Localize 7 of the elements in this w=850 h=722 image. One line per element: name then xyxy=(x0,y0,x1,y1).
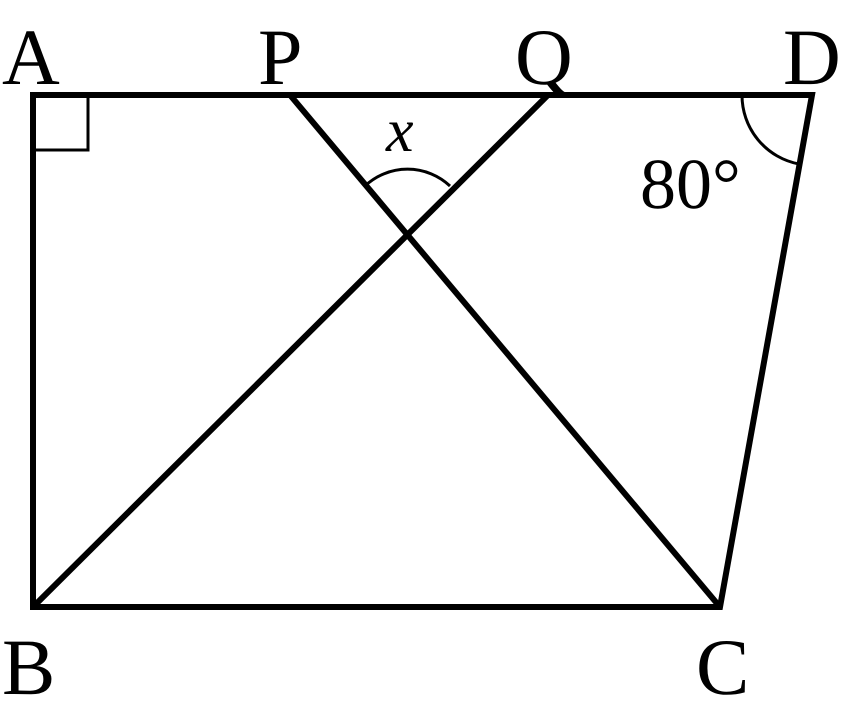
vertex-label: C xyxy=(696,628,750,708)
vertex-label: A xyxy=(2,18,60,98)
vertex-label: D xyxy=(783,18,841,98)
vertex-label: P xyxy=(258,18,302,98)
angle-label: 80° xyxy=(640,148,741,220)
vertex-label: B xyxy=(2,628,56,708)
variable-label: x xyxy=(386,100,414,162)
